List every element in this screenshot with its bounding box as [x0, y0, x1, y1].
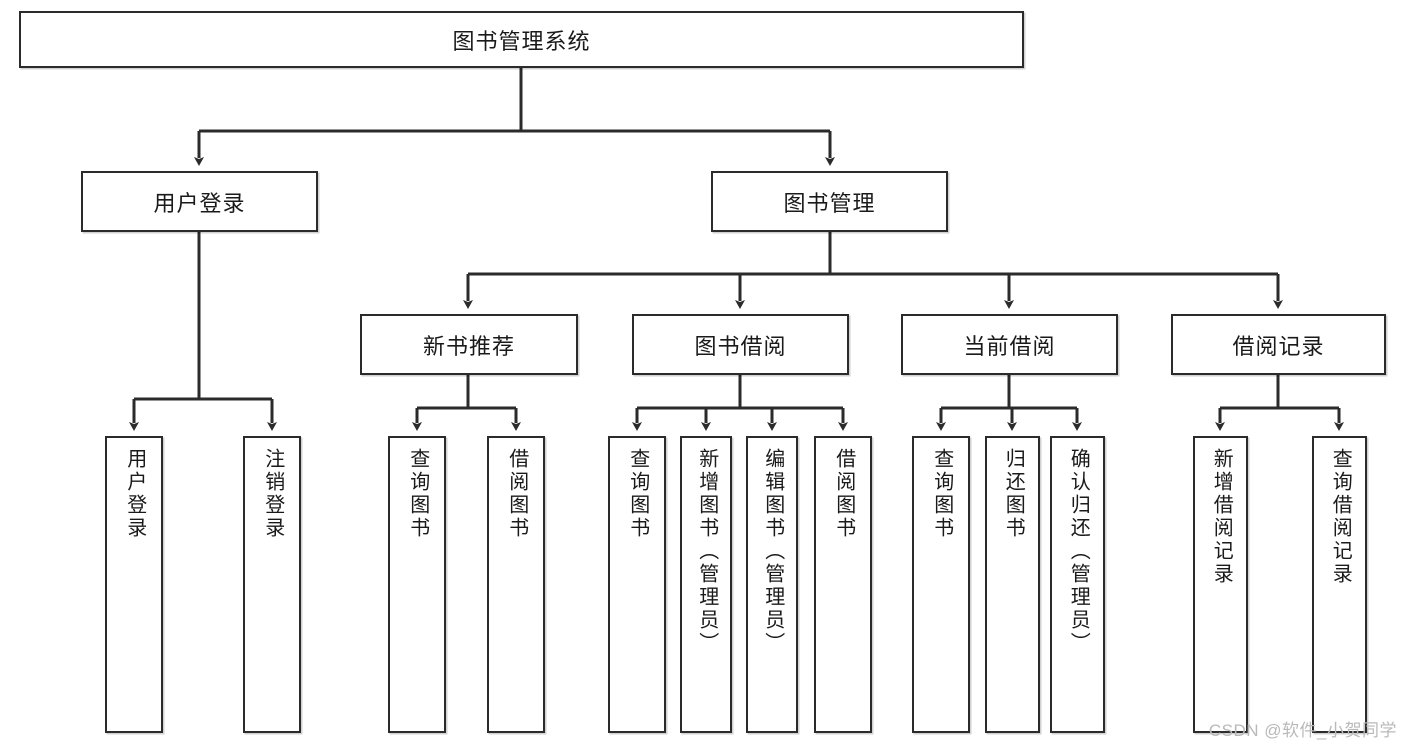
leaf-label: 编辑图书（管理员）	[761, 448, 784, 655]
leaf-label: 用户登录	[123, 448, 146, 540]
leaf-confirm-return-admin[interactable]: 确认归还（管理员）	[1050, 436, 1105, 733]
node-user-login[interactable]: 用户登录	[81, 171, 318, 232]
leaf-label: 确认归还（管理员）	[1067, 448, 1090, 655]
leaf-label: 注销登录	[261, 448, 284, 540]
node-current-borrow[interactable]: 当前借阅	[901, 314, 1118, 375]
leaf-add-book-admin[interactable]: 新增图书（管理员）	[680, 436, 732, 733]
leaf-label: 查询图书	[406, 448, 429, 540]
leaf-label: 归还图书	[1002, 448, 1025, 540]
node-new-book-recommend[interactable]: 新书推荐	[360, 314, 578, 375]
leaf-label: 新增图书（管理员）	[695, 448, 718, 655]
node-book-manage[interactable]: 图书管理	[711, 171, 948, 232]
node-book-borrow[interactable]: 图书借阅	[632, 314, 849, 375]
leaf-add-borrow-record[interactable]: 新增借阅记录	[1193, 436, 1248, 733]
leaf-return-book[interactable]: 归还图书	[985, 436, 1040, 733]
node-root[interactable]: 图书管理系统	[19, 11, 1024, 68]
leaf-query-book-3[interactable]: 查询图书	[912, 436, 970, 733]
leaf-label: 查询图书	[626, 448, 649, 540]
leaf-label: 查询借阅记录	[1329, 448, 1352, 586]
leaf-query-book-2[interactable]: 查询图书	[608, 436, 666, 733]
leaf-label: 借阅图书	[832, 448, 855, 540]
leaf-label: 新增借阅记录	[1210, 448, 1233, 586]
leaf-borrow-book-1[interactable]: 借阅图书	[487, 436, 545, 733]
node-borrow-record[interactable]: 借阅记录	[1171, 314, 1386, 375]
leaf-query-book-1[interactable]: 查询图书	[388, 436, 446, 733]
leaf-query-borrow-record[interactable]: 查询借阅记录	[1312, 436, 1367, 733]
leaf-label: 查询图书	[930, 448, 953, 540]
leaf-user-login[interactable]: 用户登录	[105, 436, 163, 733]
leaf-edit-book-admin[interactable]: 编辑图书（管理员）	[746, 436, 798, 733]
leaf-borrow-book-2[interactable]: 借阅图书	[814, 436, 872, 733]
leaf-label: 借阅图书	[505, 448, 528, 540]
leaf-logout[interactable]: 注销登录	[243, 436, 301, 733]
